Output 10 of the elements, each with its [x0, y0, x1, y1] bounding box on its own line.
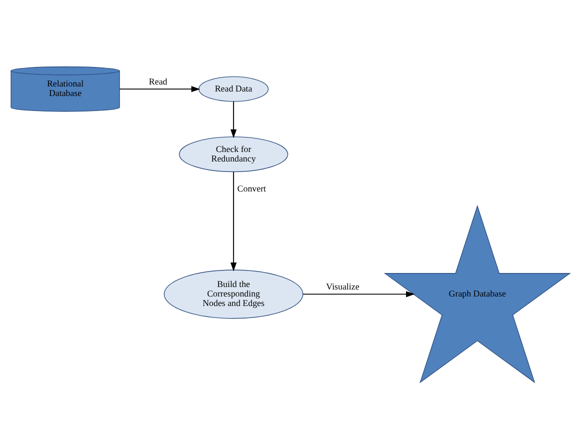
node-ellipse: Read Data	[198, 76, 269, 102]
arrow	[119, 85, 200, 92]
arrow	[302, 290, 415, 297]
arrow	[230, 100, 237, 138]
edge-label: Read	[148, 76, 168, 86]
node-ellipse: Check for Redundancy	[178, 136, 288, 172]
edge-label: Visualize	[326, 281, 360, 292]
edge-label: Convert	[237, 182, 266, 193]
arrow	[230, 170, 237, 271]
node-ellipse: Build the Corresponding Nodes and Edges	[164, 269, 304, 318]
